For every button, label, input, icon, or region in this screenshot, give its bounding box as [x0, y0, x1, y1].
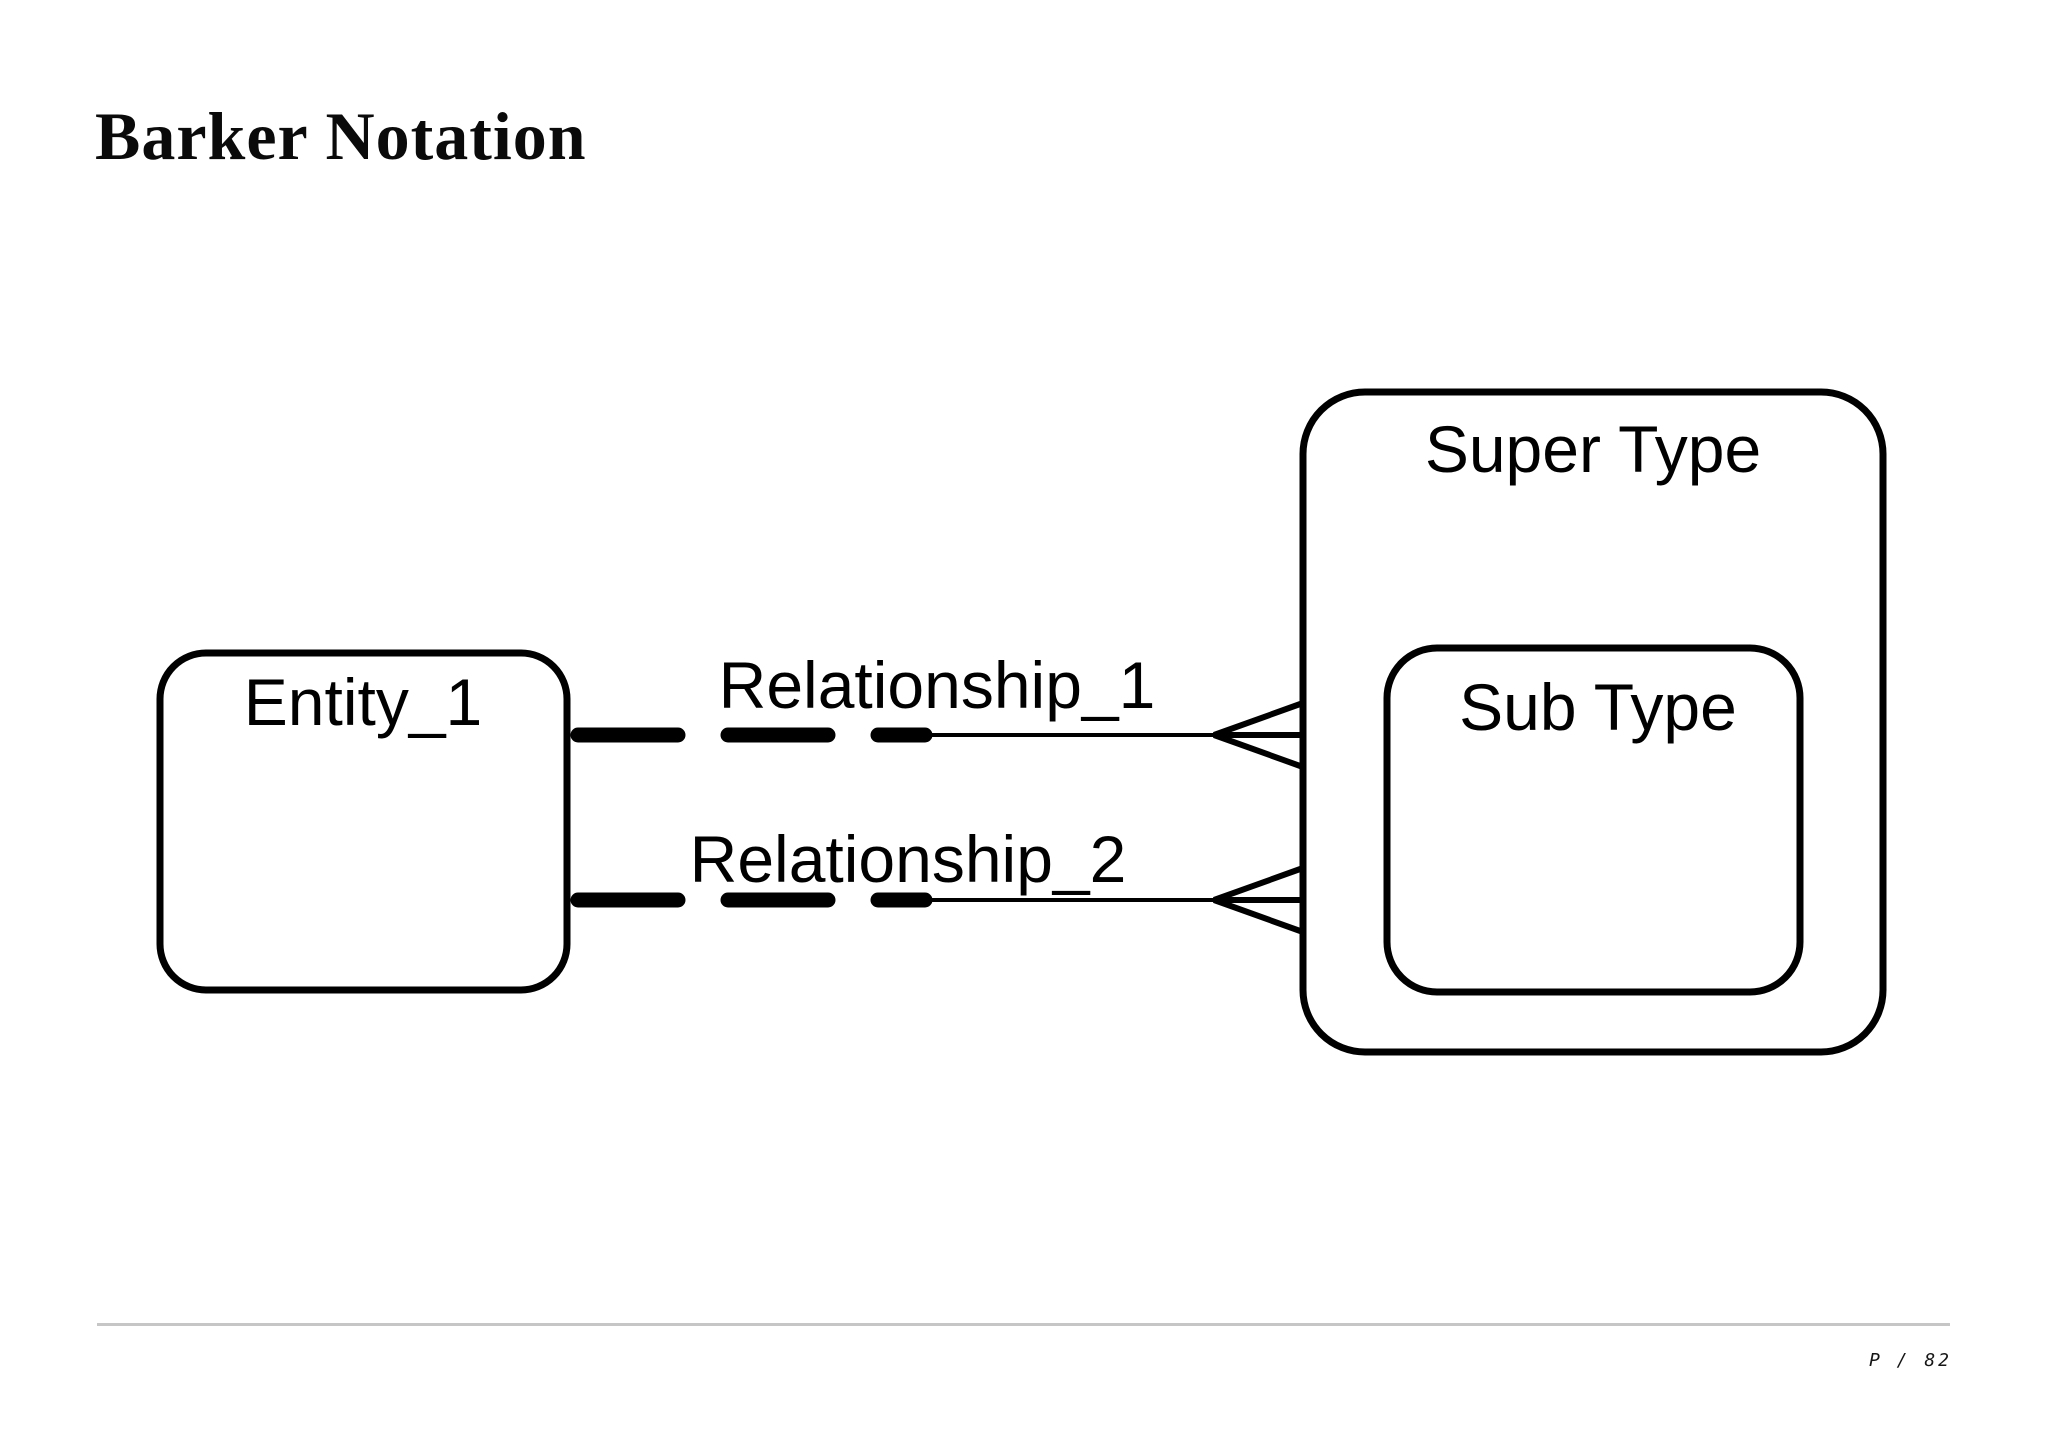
- super-type-label: Super Type: [1425, 412, 1761, 486]
- page-number: P / 82: [1868, 1350, 1952, 1371]
- entity-1-label: Entity_1: [244, 665, 482, 739]
- relationship-1: Relationship_1: [570, 648, 1305, 770]
- relationship-1-crow-foot: [1212, 700, 1305, 770]
- sub-type-label: Sub Type: [1459, 670, 1737, 744]
- page-title: Barker Notation: [95, 98, 587, 174]
- sub-type-box: [1383, 644, 1804, 996]
- relationship-2-label: Relationship_2: [690, 822, 1127, 896]
- relationship-2-crow-foot: [1212, 865, 1305, 935]
- entity-sub-type: Sub Type: [1383, 644, 1804, 996]
- footer-divider: [97, 1323, 1950, 1326]
- relationship-1-label: Relationship_1: [719, 648, 1156, 722]
- entity-1-box: [156, 649, 571, 994]
- relationship-2: Relationship_2: [570, 822, 1305, 935]
- entity-entity-1: Entity_1: [156, 649, 571, 994]
